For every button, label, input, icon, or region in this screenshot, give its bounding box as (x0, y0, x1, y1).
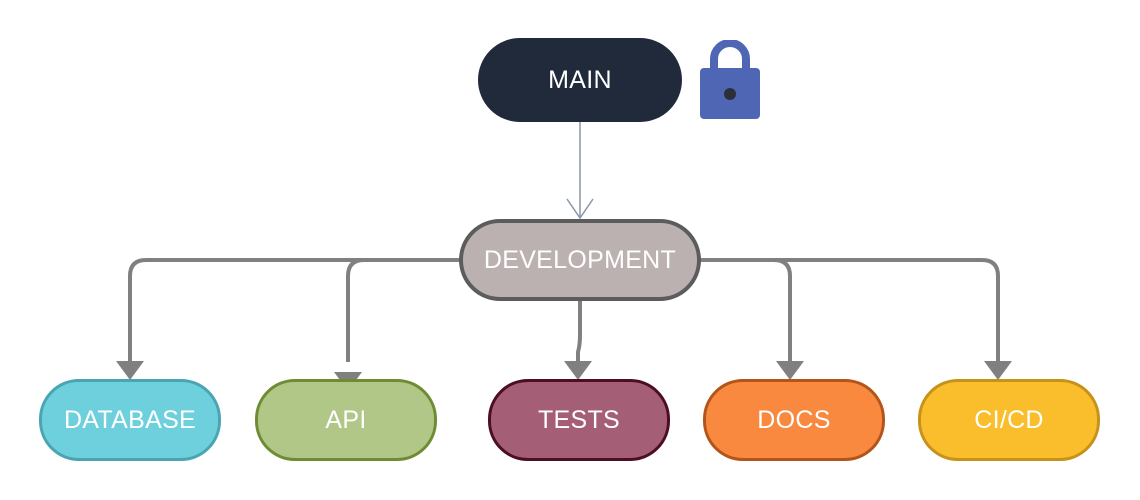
node-main-label: MAIN (548, 65, 612, 94)
arrowhead-tests (564, 361, 592, 380)
node-api-label: API (325, 405, 367, 434)
node-cicd-label: CI/CD (974, 405, 1044, 434)
node-docs-label: DOCS (757, 405, 831, 434)
edge-development-api (346, 258, 460, 362)
node-docs[interactable]: DOCS (703, 379, 885, 461)
node-cicd[interactable]: CI/CD (918, 379, 1100, 461)
node-development-label: DEVELOPMENT (483, 245, 677, 274)
node-database[interactable]: DATABASE (39, 379, 221, 461)
node-tests-label: TESTS (537, 405, 621, 434)
edge-development-tests (576, 300, 582, 362)
node-main[interactable]: MAIN (478, 38, 682, 122)
arrowhead-cicd (984, 361, 1012, 380)
edge-development-database (128, 258, 460, 362)
edge-development-cicd (700, 258, 1000, 362)
lock-icon (700, 40, 760, 119)
arrowhead-docs (776, 361, 804, 380)
edge-development-docs (700, 258, 792, 362)
node-development[interactable]: DEVELOPMENT (459, 219, 701, 301)
node-api[interactable]: API (255, 379, 437, 461)
arrowhead-database (116, 361, 144, 380)
node-tests[interactable]: TESTS (488, 379, 670, 461)
node-database-label: DATABASE (63, 405, 197, 434)
